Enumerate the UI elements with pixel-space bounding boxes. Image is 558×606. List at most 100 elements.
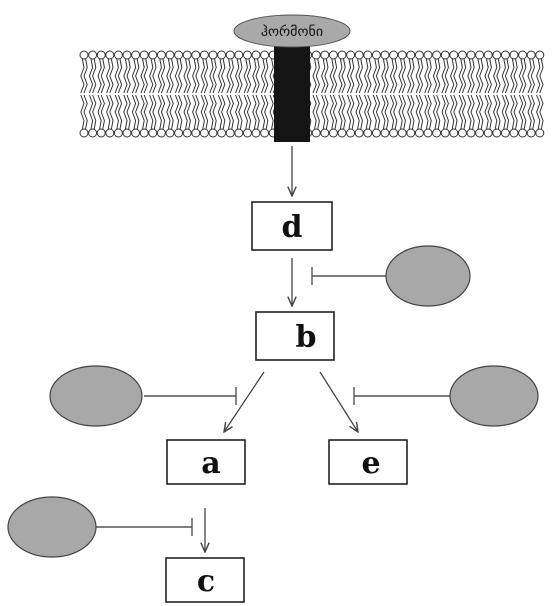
lipid-head bbox=[105, 50, 115, 60]
lipid-tails bbox=[80, 58, 544, 130]
node-d: d bbox=[251, 201, 333, 251]
lipid-tail bbox=[522, 94, 527, 130]
lipid-tail bbox=[384, 94, 389, 130]
hormone: ჰორმონი bbox=[233, 14, 351, 48]
lipid-head bbox=[191, 128, 201, 138]
lipid-head bbox=[475, 128, 485, 138]
lipid-tail bbox=[461, 58, 467, 94]
lipid-tail bbox=[536, 94, 541, 130]
lipid-head bbox=[535, 50, 545, 60]
lipid-head bbox=[328, 128, 338, 138]
lipid-tail bbox=[235, 58, 240, 94]
lipid-tail bbox=[424, 94, 429, 130]
lipid-tail bbox=[178, 58, 183, 94]
lipid-head bbox=[535, 128, 545, 138]
lipid-tail bbox=[364, 94, 369, 130]
lipid-tail bbox=[252, 94, 257, 130]
lipid-tail bbox=[260, 94, 266, 130]
lipid-tail bbox=[458, 58, 463, 94]
lipid-head bbox=[156, 50, 166, 60]
lipid-head bbox=[225, 128, 235, 138]
lipid-tail bbox=[123, 58, 128, 94]
lipid-tail bbox=[381, 58, 386, 94]
lipid-tail bbox=[522, 58, 527, 94]
lipid-tail bbox=[100, 94, 105, 130]
lipid-head bbox=[354, 50, 364, 60]
lipid-tail bbox=[200, 94, 205, 130]
lipid-tail bbox=[200, 58, 205, 94]
lipid-head bbox=[389, 128, 399, 138]
lipid-tail bbox=[246, 94, 252, 130]
lipid-head bbox=[234, 50, 244, 60]
lipid-tail bbox=[143, 94, 148, 130]
lipid-tail bbox=[453, 58, 458, 94]
lipid-head bbox=[363, 50, 373, 60]
lipid-head bbox=[105, 128, 115, 138]
lipid-tail bbox=[160, 58, 166, 94]
lipid-tail bbox=[470, 58, 475, 94]
lipid-tail bbox=[436, 94, 441, 130]
lipid-tail bbox=[269, 58, 274, 94]
inhibitor-b-to-a bbox=[49, 365, 143, 427]
inhibitor-d-to-b bbox=[385, 245, 471, 307]
lipid-tail bbox=[186, 58, 191, 94]
lipid-tail bbox=[530, 94, 535, 130]
lipid-head bbox=[260, 128, 270, 138]
lipid-head bbox=[199, 50, 209, 60]
lipid-tail bbox=[264, 94, 269, 130]
lipid-head bbox=[518, 128, 528, 138]
lipid-tail bbox=[450, 58, 455, 94]
lipid-head bbox=[492, 50, 502, 60]
lipid-head bbox=[414, 128, 424, 138]
lipid-tail bbox=[527, 94, 532, 130]
lipid-head bbox=[337, 128, 347, 138]
lipid-tail bbox=[92, 58, 97, 94]
lipid-head bbox=[432, 128, 442, 138]
lipid-tail bbox=[436, 58, 441, 94]
lipid-head bbox=[96, 50, 106, 60]
lipid-tail bbox=[212, 94, 217, 130]
node-b: b bbox=[255, 311, 335, 361]
hormone-label: ჰორმონი bbox=[261, 23, 323, 40]
lipid-tail bbox=[226, 58, 231, 94]
lipid-tail bbox=[174, 94, 180, 130]
lipid-tail bbox=[324, 58, 329, 94]
lipid-tail bbox=[117, 58, 123, 94]
lipid-tail bbox=[269, 94, 274, 130]
lipid-tail bbox=[203, 94, 209, 130]
lipid-head bbox=[131, 50, 141, 60]
lipid-head bbox=[397, 128, 407, 138]
lipid-head bbox=[242, 128, 252, 138]
inhibitor-a-to-c bbox=[7, 496, 97, 558]
lipid-tail bbox=[186, 94, 191, 130]
lipid-tail bbox=[209, 58, 214, 94]
lipid-tail bbox=[243, 58, 248, 94]
lipid-tail bbox=[315, 58, 320, 94]
lipid-head bbox=[199, 128, 209, 138]
lipid-head bbox=[423, 50, 433, 60]
lipid-tail bbox=[504, 94, 510, 130]
lipid-tail bbox=[324, 94, 329, 130]
lipid-tail bbox=[260, 58, 266, 94]
lipid-head bbox=[432, 50, 442, 60]
lipid-head bbox=[492, 128, 502, 138]
lipid-tail bbox=[80, 94, 85, 130]
lipid-head bbox=[208, 128, 218, 138]
lipid-tail bbox=[530, 58, 535, 94]
lipid-head bbox=[148, 50, 158, 60]
lipid-tail bbox=[338, 94, 343, 130]
lipid-tail bbox=[375, 58, 381, 94]
lipid-head bbox=[449, 50, 459, 60]
lipid-head bbox=[328, 50, 338, 60]
lipid-tail bbox=[475, 58, 481, 94]
lipid-head bbox=[122, 128, 132, 138]
lipid-tail bbox=[203, 58, 209, 94]
lipid-head bbox=[337, 50, 347, 60]
arrow-b-to-e bbox=[319, 371, 358, 432]
lipid-tail bbox=[518, 58, 524, 94]
lipid-tail bbox=[166, 58, 171, 94]
lipid-head bbox=[346, 128, 356, 138]
lipid-tail bbox=[332, 94, 338, 130]
lipid-head bbox=[475, 50, 485, 60]
lipid-head bbox=[466, 128, 476, 138]
